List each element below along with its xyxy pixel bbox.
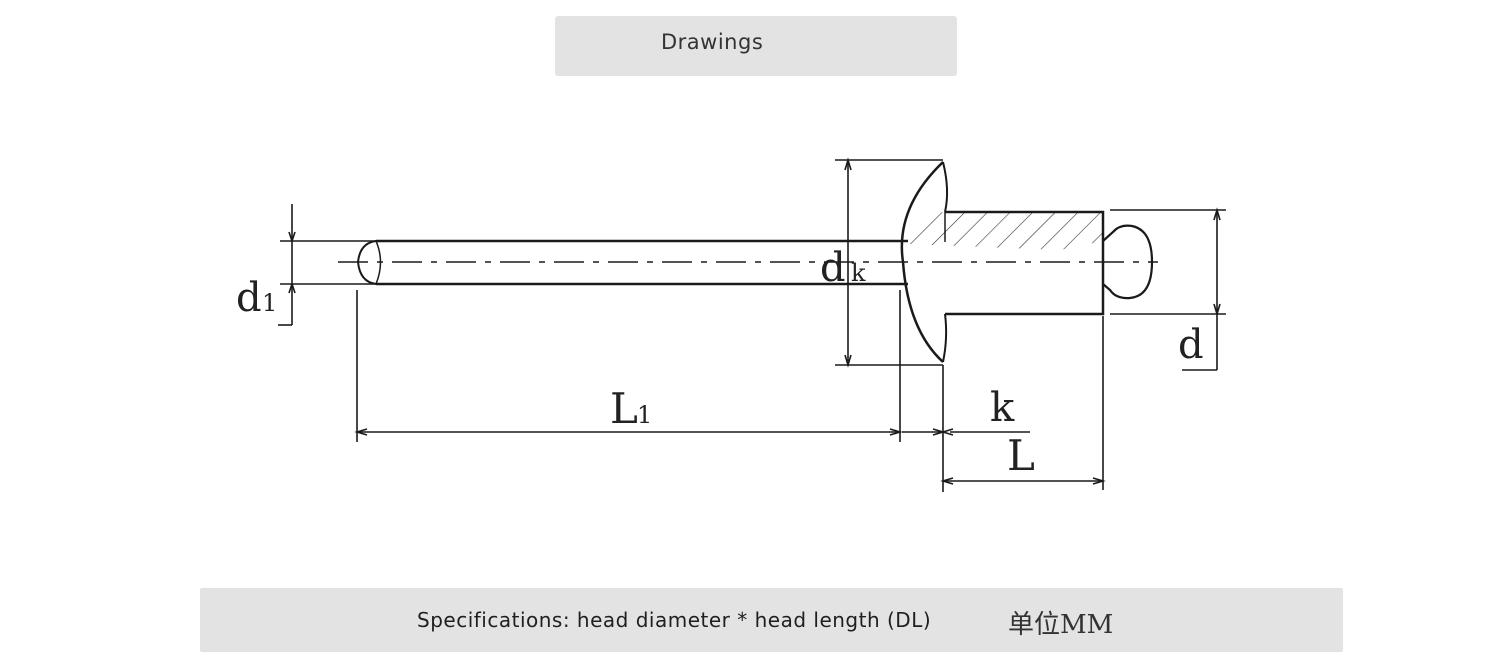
label-d: d — [1178, 322, 1204, 368]
label-L: L — [1007, 431, 1035, 480]
rivet-body — [338, 161, 1158, 363]
unit-label: 单位MM — [1008, 610, 1114, 640]
rivet-head — [900, 161, 944, 363]
label-dk: d — [820, 245, 846, 291]
label-dk-sub: k — [851, 259, 866, 287]
label-k: k — [990, 385, 1015, 431]
page-title: Drawings — [661, 30, 764, 54]
label-d1-sub: 1 — [262, 289, 277, 317]
label-L1-sub: 1 — [637, 401, 652, 429]
label-L1: L — [610, 384, 638, 433]
rivet-drawing: d 1 d k L 1 k L d — [236, 157, 1226, 492]
dimension-lines — [278, 157, 1226, 492]
specifications-text: Specifications: head diameter * head len… — [417, 608, 932, 632]
label-d1: d — [236, 275, 262, 321]
dimension-labels: d 1 d k L 1 k L d — [236, 245, 1204, 480]
sleeve-outline — [945, 210, 1105, 316]
specifications-bar: Specifications: head diameter * head len… — [200, 588, 1343, 652]
mandrel-head — [1102, 224, 1154, 300]
title-bar: Drawings — [555, 16, 957, 76]
mandrel-shaft — [376, 239, 908, 286]
sleeve-hatch — [907, 212, 1103, 250]
